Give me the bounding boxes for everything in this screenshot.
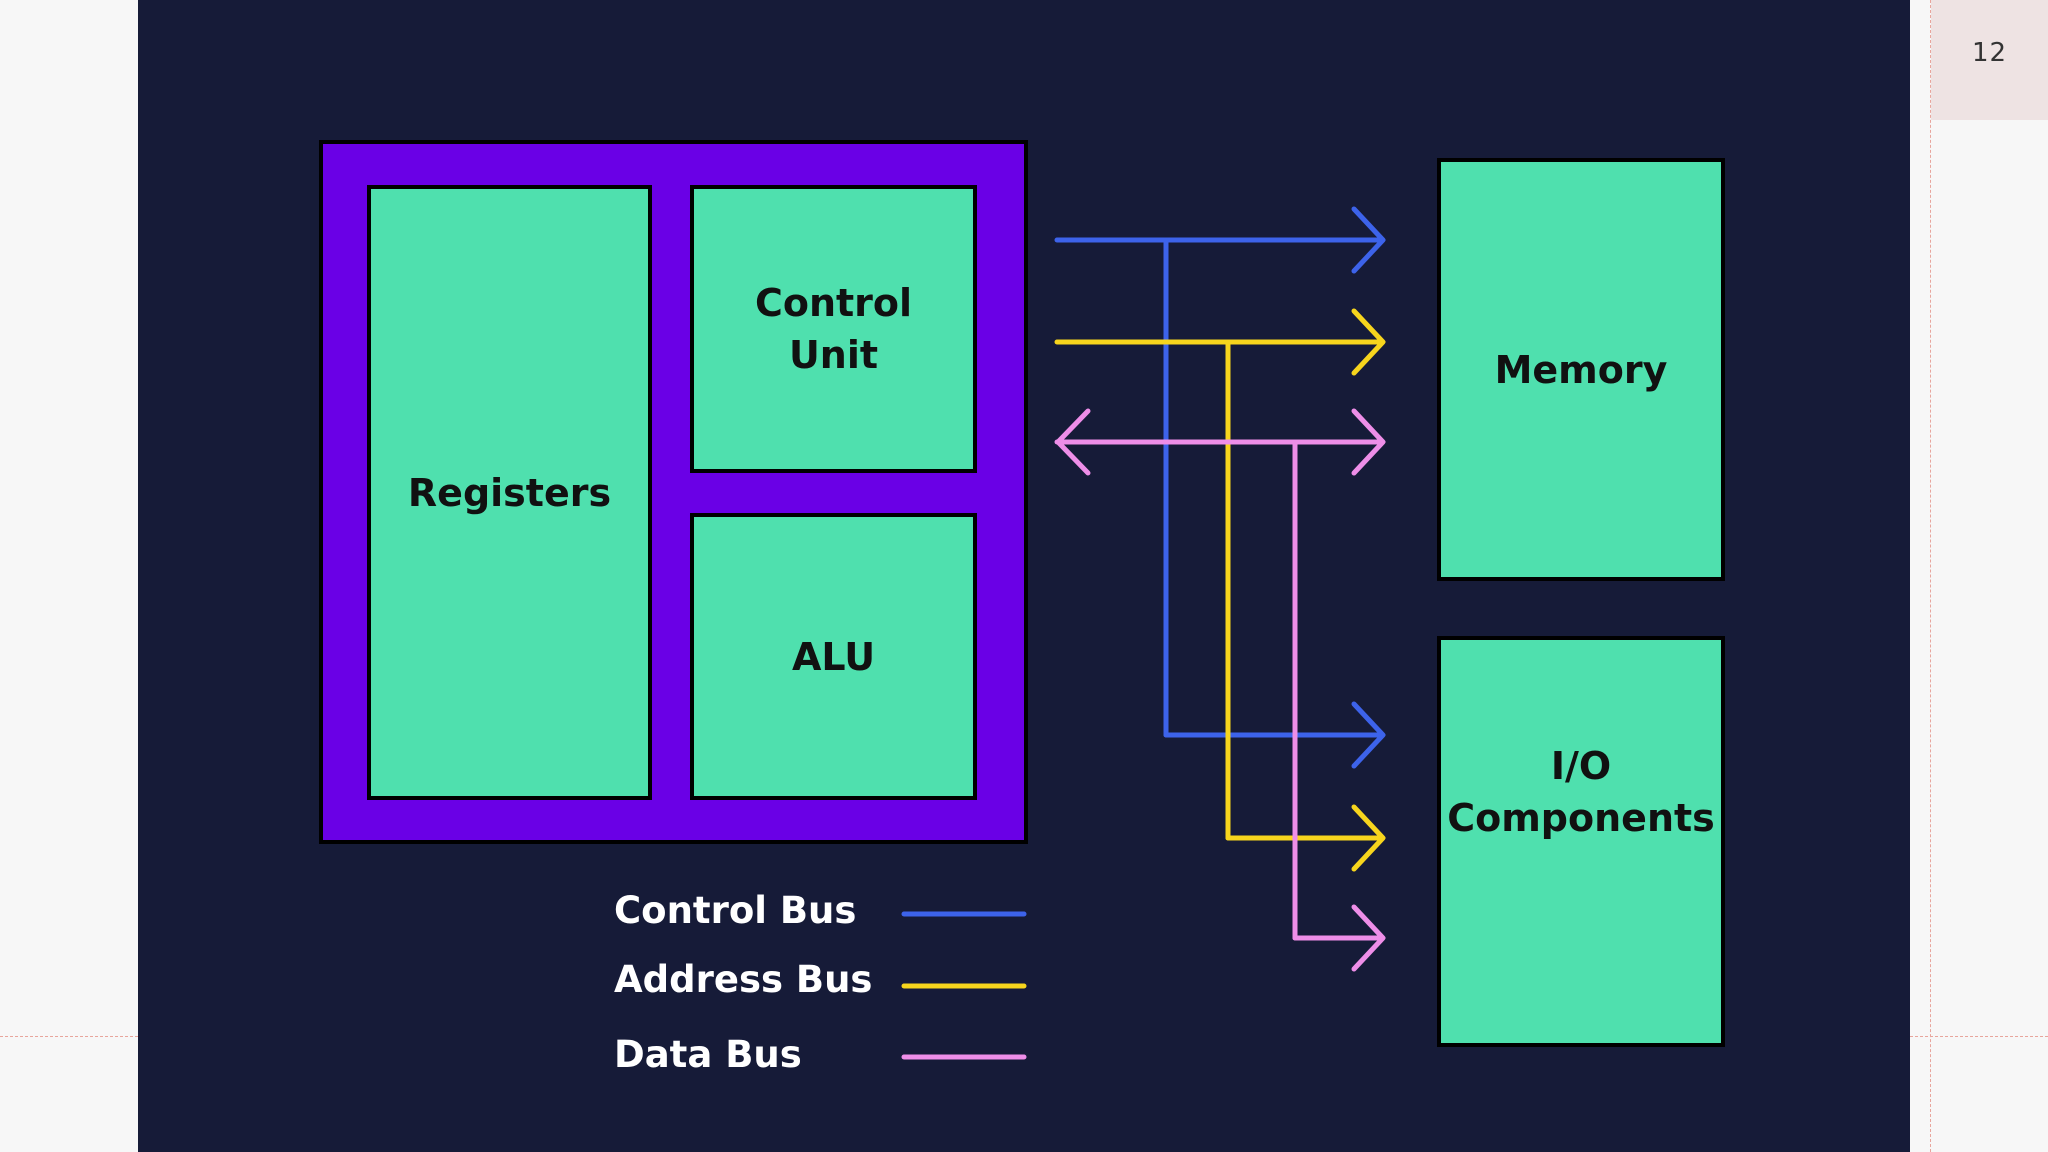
control-unit-label: Control Unit xyxy=(754,281,913,377)
guide-line-vertical xyxy=(1930,0,1931,1152)
data-bus-lines xyxy=(1054,408,1386,972)
data-bus-arrowhead-memory xyxy=(1351,408,1386,476)
legend-data-bus-label: Data Bus xyxy=(614,1033,802,1076)
io-components-block: I/O Components xyxy=(1437,636,1725,1047)
alu-block: ALU xyxy=(690,513,977,800)
data-bus-arrowhead-cpu xyxy=(1055,408,1091,476)
page-number-tab: 12 xyxy=(1931,0,2048,120)
page-number: 12 xyxy=(1971,38,2008,68)
control-bus-arrowhead-memory xyxy=(1351,206,1386,274)
legend-control-bus-label: Control Bus xyxy=(614,889,857,932)
control-bus-lines xyxy=(1054,206,1386,769)
alu-label: ALU xyxy=(791,634,876,679)
memory-block: Memory xyxy=(1437,158,1725,581)
io-components-label: I/O Components xyxy=(1447,743,1715,840)
control-bus-arrowhead-io xyxy=(1351,701,1386,769)
memory-label: Memory xyxy=(1494,347,1668,392)
address-bus-arrowhead-io xyxy=(1351,804,1386,872)
address-bus-arrowhead-memory xyxy=(1351,308,1386,376)
control-unit-block: Control Unit xyxy=(690,185,977,473)
registers-label: Registers xyxy=(407,470,612,515)
data-bus-arrowhead-io xyxy=(1351,904,1386,972)
legend-address-bus-label: Address Bus xyxy=(614,958,873,1001)
address-bus-lines xyxy=(1054,308,1386,872)
registers-block: Registers xyxy=(367,185,652,800)
